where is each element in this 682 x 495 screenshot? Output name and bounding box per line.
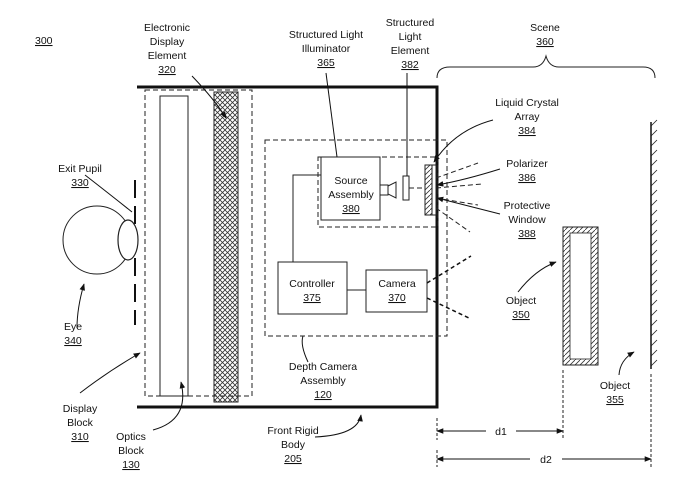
depth-camera-assembly-boundary: [264, 139, 448, 337]
svg-text:Liquid Crystal: Liquid Crystal: [495, 97, 559, 109]
illumination-rays: [409, 162, 483, 233]
distance-d2: [436, 374, 652, 467]
svg-text:Block: Block: [118, 445, 144, 457]
svg-text:384: 384: [518, 125, 536, 137]
svg-text:Block: Block: [67, 417, 93, 429]
label-exit-pupil: Exit Pupil 330: [58, 163, 102, 189]
svg-text:Polarizer: Polarizer: [506, 158, 548, 170]
leader-lines: [76, 72, 635, 438]
camera: [365, 269, 428, 313]
controller: [277, 261, 348, 315]
svg-text:Display: Display: [63, 403, 98, 415]
emitter-lens: [387, 181, 397, 199]
svg-text:355: 355: [606, 394, 624, 406]
label-object-350: Object 350: [506, 295, 536, 321]
svg-text:350: 350: [512, 309, 530, 321]
svg-text:360: 360: [536, 36, 554, 48]
svg-text:Window: Window: [508, 214, 546, 226]
label-d2: d2: [540, 454, 552, 466]
svg-text:Object: Object: [600, 380, 630, 392]
label-polarizer: Polarizer 386: [506, 158, 548, 184]
optics-block: [159, 95, 189, 397]
svg-text:365: 365: [317, 57, 335, 69]
label-eye: Eye 340: [64, 321, 82, 347]
svg-text:Structured Light: Structured Light: [289, 29, 363, 41]
svg-text:Display: Display: [150, 36, 185, 48]
svg-text:Light: Light: [399, 31, 422, 43]
front-rigid-body: [137, 85, 439, 409]
object-350-inner: [569, 232, 592, 360]
svg-text:375: 375: [303, 292, 321, 304]
label-liquid-crystal-array: Liquid Crystal Array 384: [495, 97, 559, 137]
svg-text:340: 340: [64, 335, 82, 347]
label-display-block: Display Block 310: [63, 403, 98, 443]
svg-text:Structured: Structured: [386, 17, 435, 29]
svg-text:Camera: Camera: [378, 278, 416, 290]
svg-text:Controller: Controller: [289, 278, 335, 290]
svg-text:380: 380: [342, 203, 360, 215]
eye: [62, 205, 139, 275]
svg-text:Assembly: Assembly: [328, 189, 374, 201]
svg-text:370: 370: [388, 292, 406, 304]
structured-light-element: [402, 175, 410, 201]
svg-text:120: 120: [314, 389, 332, 401]
svg-text:386: 386: [518, 172, 536, 184]
svg-text:Front Rigid: Front Rigid: [267, 425, 319, 437]
svg-text:Illuminator: Illuminator: [302, 43, 351, 55]
polarizer: [431, 164, 437, 216]
svg-text:Electronic: Electronic: [144, 22, 190, 34]
distance-d1: [436, 370, 564, 440]
svg-text:Exit Pupil: Exit Pupil: [58, 163, 102, 175]
svg-text:320: 320: [158, 64, 176, 76]
label-source-assembly: Source Assembly 380: [328, 175, 374, 215]
svg-text:Element: Element: [148, 50, 187, 62]
svg-text:Assembly: Assembly: [300, 375, 346, 387]
svg-text:Source: Source: [334, 175, 367, 187]
label-structured-light-illuminator: Structured Light Illuminator 365: [289, 29, 363, 69]
controller-source-wire: [292, 174, 321, 262]
svg-text:205: 205: [284, 453, 302, 465]
svg-text:Depth Camera: Depth Camera: [289, 361, 357, 373]
label-d1: d1: [495, 426, 507, 438]
svg-text:388: 388: [518, 228, 536, 240]
liquid-crystal-array: [424, 164, 433, 216]
svg-text:382: 382: [401, 59, 419, 71]
electronic-display-element: [213, 91, 239, 403]
svg-text:310: 310: [71, 431, 89, 443]
svg-text:330: 330: [71, 177, 89, 189]
label-structured-light-element: Structured Light Element 382: [386, 17, 435, 71]
label-front-rigid-body: Front Rigid Body 205: [267, 425, 319, 465]
svg-text:Eye: Eye: [64, 321, 82, 333]
svg-text:Protective: Protective: [504, 200, 551, 212]
label-object-355: Object 355: [600, 380, 630, 406]
svg-text:Optics: Optics: [116, 431, 146, 443]
label-depth-camera-assembly: Depth Camera Assembly 120: [289, 361, 357, 401]
label-electronic-display-element: Electronic Display Element 320: [144, 22, 190, 76]
svg-text:130: 130: [122, 459, 140, 471]
label-protective-window: Protective Window 388: [504, 200, 551, 240]
label-controller: Controller 375: [289, 278, 335, 304]
display-block-boundary: [144, 89, 253, 397]
scene-brace: [436, 54, 656, 79]
emitter: [379, 184, 389, 196]
svg-text:Object: Object: [506, 295, 536, 307]
svg-text:Body: Body: [281, 439, 306, 451]
object-355: [650, 119, 658, 369]
figure-number: 300: [35, 35, 53, 47]
label-optics-block: Optics Block 130: [116, 431, 146, 471]
camera-view-rays: [426, 255, 472, 320]
svg-text:Scene: Scene: [530, 22, 560, 34]
label-camera: Camera 370: [378, 278, 416, 304]
svg-text:Element: Element: [391, 45, 430, 57]
label-scene: Scene 360: [530, 22, 560, 48]
svg-text:Array: Array: [514, 111, 540, 123]
